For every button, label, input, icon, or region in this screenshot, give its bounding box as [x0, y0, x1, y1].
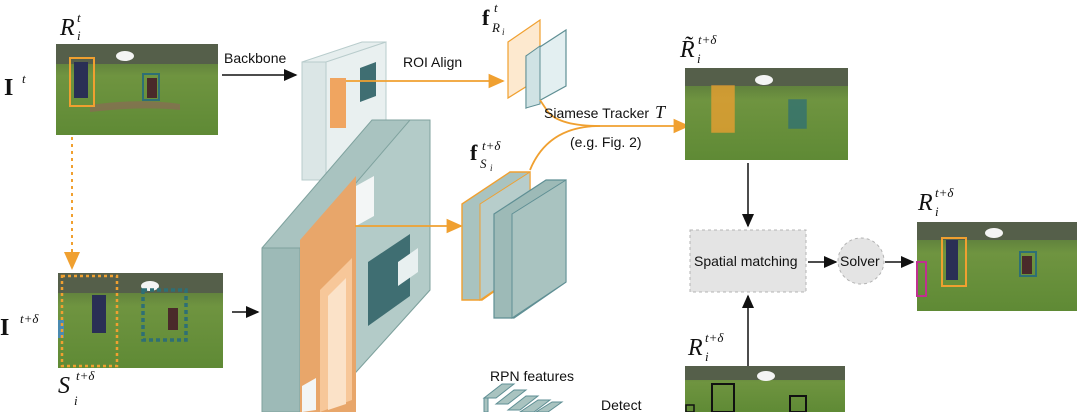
detection-box-1 — [711, 383, 735, 412]
tracked-box-orange — [711, 85, 735, 133]
f-R-sub: R — [491, 20, 500, 35]
tracked-image — [685, 68, 848, 160]
R-tilde-label: R̃ — [679, 36, 695, 63]
rpn-features-stack — [482, 383, 564, 412]
siamese-label: Siamese Tracker — [544, 105, 649, 121]
solver-label: Solver — [840, 253, 880, 269]
R-output-label: R — [917, 190, 933, 216]
output-box-orange — [941, 237, 967, 287]
I-t-delta-label: I — [0, 315, 9, 341]
f-S-sup: t+δ — [482, 138, 501, 153]
R-tilde-sub: i — [697, 51, 701, 66]
target-box-teal — [142, 73, 160, 101]
spatial-matching-label: Spatial matching — [694, 253, 798, 269]
R-i-t-sup: t — [77, 10, 81, 25]
roi-align-label: ROI Align — [403, 54, 462, 70]
detection-image — [685, 366, 845, 412]
I-t-label: I — [4, 75, 13, 101]
R-tilde-sup: t+δ — [698, 32, 717, 47]
search-region-teal — [141, 288, 188, 342]
siamese-T-symbol: T — [655, 102, 667, 122]
I-t-sup: t — [22, 71, 26, 86]
S-i-sub: i — [74, 393, 78, 408]
feature-f-R — [507, 18, 567, 110]
feature-map-t-delta — [261, 119, 431, 412]
roi-patch-teal — [360, 62, 376, 102]
frame-t-image — [56, 44, 218, 135]
R-i-t-label: R — [59, 15, 75, 41]
R-detect-sup: t+δ — [705, 330, 724, 345]
S-i-label: S — [58, 373, 70, 399]
R-output-sub: i — [935, 204, 939, 219]
target-box-orange — [69, 57, 95, 107]
f-S-label: f — [470, 140, 478, 165]
feature-f-S — [461, 171, 567, 319]
solver-node — [837, 237, 885, 285]
I-t-delta-sup: t+δ — [20, 311, 39, 326]
f-R-sup: t — [494, 0, 498, 15]
detect-label: Detect — [601, 397, 642, 412]
S-i-sup: t+δ — [76, 368, 95, 383]
figure-reference: (e.g. Fig. 2) — [570, 134, 642, 150]
rpn-features-label: RPN features — [490, 368, 574, 384]
output-image — [916, 222, 1077, 311]
R-detect-sub: i — [705, 349, 709, 364]
spatial-matching-box — [689, 229, 807, 293]
R-i-t-sub: i — [77, 28, 81, 43]
roi-patch-orange — [330, 78, 346, 128]
output-box-magenta — [916, 261, 927, 297]
R-output-sup: t+δ — [935, 185, 954, 200]
frame-t-delta-image — [58, 273, 223, 368]
f-R-label: f — [482, 5, 490, 30]
detection-box-3 — [685, 404, 695, 412]
output-box-teal — [1019, 251, 1037, 277]
R-detect-label: R — [687, 335, 703, 361]
tracked-box-teal — [788, 99, 807, 129]
f-R-subsub: i — [502, 27, 505, 37]
backbone-label: Backbone — [224, 50, 286, 66]
f-S-subsub: i — [490, 163, 493, 173]
siamese-arrow-bottom — [529, 125, 601, 171]
detection-box-2 — [789, 395, 807, 412]
f-S-sub: S — [480, 156, 487, 171]
